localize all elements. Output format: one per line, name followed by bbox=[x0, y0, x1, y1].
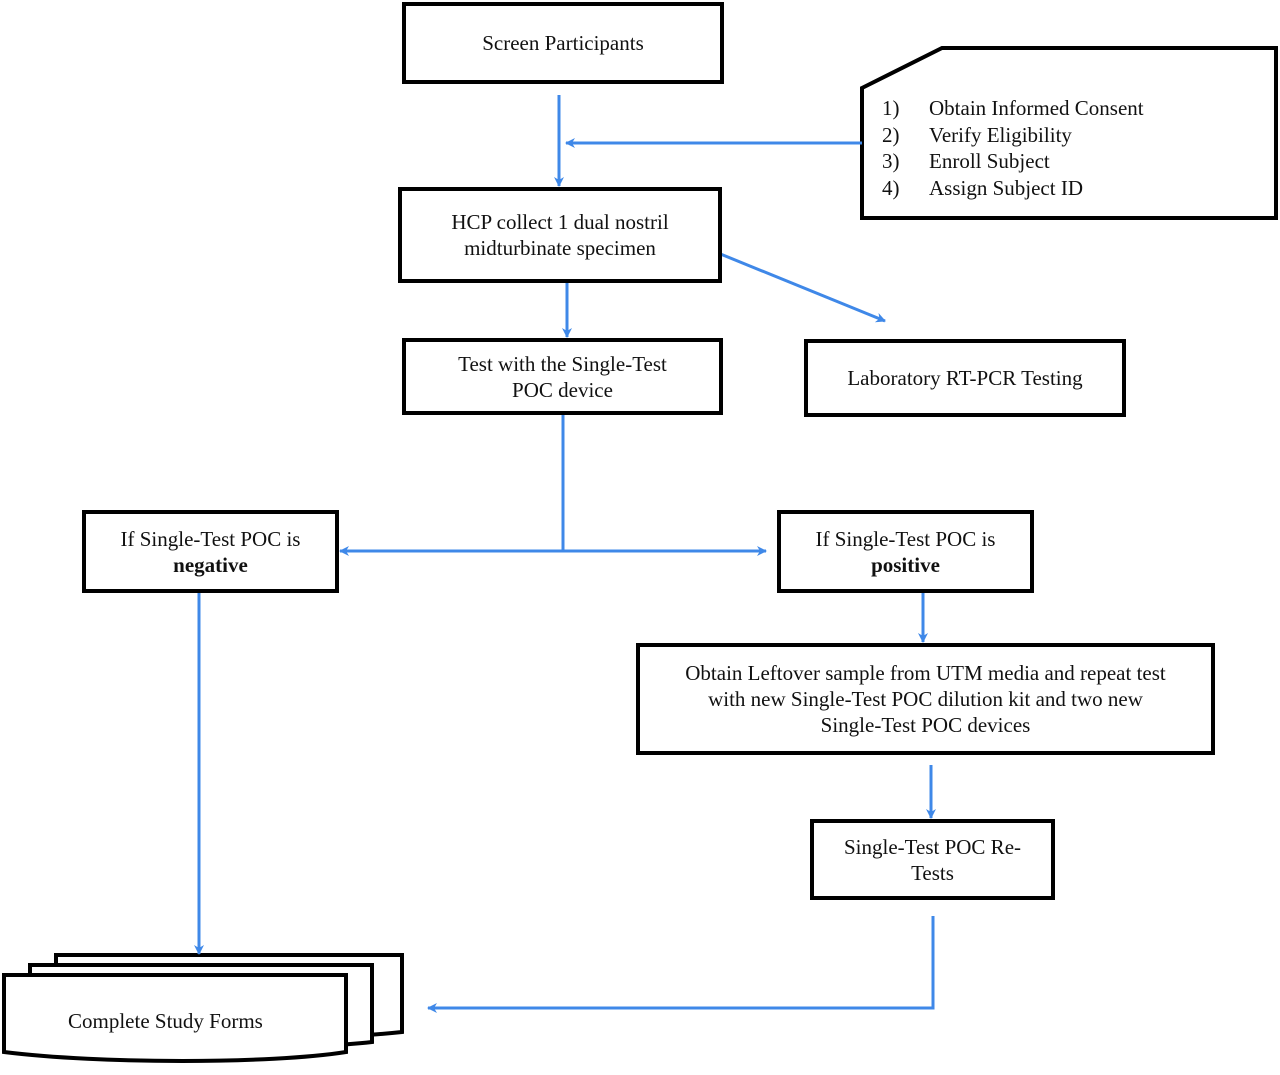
leftover-sample-line3: Single-Test POC devices bbox=[820, 713, 1031, 737]
screen-participants-label: Screen Participants bbox=[482, 31, 644, 55]
study-forms-document-stack bbox=[2, 953, 404, 1063]
test-poc-box: Test with the Single-Test POC device bbox=[402, 338, 723, 415]
rt-pcr-box: Laboratory RT-PCR Testing bbox=[804, 339, 1126, 417]
positive-result-box: If Single-Test POC is positive bbox=[777, 510, 1034, 593]
retests-box: Single-Test POC Re- Tests bbox=[810, 819, 1055, 900]
connectors bbox=[194, 95, 936, 1013]
arrow-collect-to-rtpcr bbox=[717, 251, 886, 323]
leftover-sample-box: Obtain Leftover sample from UTM media an… bbox=[636, 643, 1215, 755]
screen-participants-box: Screen Participants bbox=[402, 2, 724, 84]
negative-result-keyword: negative bbox=[173, 552, 248, 577]
collect-specimen-box: HCP collect 1 dual nostril midturbinate … bbox=[398, 187, 722, 283]
leftover-sample-line2: with new Single-Test POC dilution kit an… bbox=[708, 687, 1143, 711]
leftover-sample-line1: Obtain Leftover sample from UTM media an… bbox=[685, 661, 1166, 685]
negative-result-box: If Single-Test POC is negative bbox=[82, 510, 339, 593]
consent-step-2: 2)Verify Eligibility bbox=[882, 122, 1072, 147]
test-poc-line2: POC device bbox=[512, 377, 613, 402]
collect-specimen-line2: midturbinate specimen bbox=[464, 236, 656, 260]
retests-line2: Tests bbox=[911, 860, 954, 885]
complete-study-forms-label: Complete Study Forms bbox=[68, 1009, 263, 1033]
arrow-retests-to-forms bbox=[427, 916, 935, 1013]
consent-step-3: 3)Enroll Subject bbox=[882, 149, 1050, 173]
consent-step-4: 4)Assign Subject ID bbox=[882, 175, 1083, 200]
collect-specimen-line1: HCP collect 1 dual nostril bbox=[451, 210, 669, 234]
retests-line1: Single-Test POC Re- bbox=[843, 834, 1022, 859]
test-poc-line1: Test with the Single-Test bbox=[458, 351, 667, 376]
rt-pcr-label: Laboratory RT-PCR Testing bbox=[847, 366, 1083, 390]
consent-steps-note-shape bbox=[860, 46, 1278, 220]
consent-steps-list: 1)Obtain Informed Consent 2)Verify Eligi… bbox=[882, 95, 1262, 201]
positive-result-line1: If Single-Test POC is bbox=[815, 526, 996, 551]
negative-result-line1: If Single-Test POC is bbox=[120, 526, 301, 551]
positive-result-keyword: positive bbox=[871, 552, 940, 577]
consent-step-1: 1)Obtain Informed Consent bbox=[882, 96, 1144, 120]
